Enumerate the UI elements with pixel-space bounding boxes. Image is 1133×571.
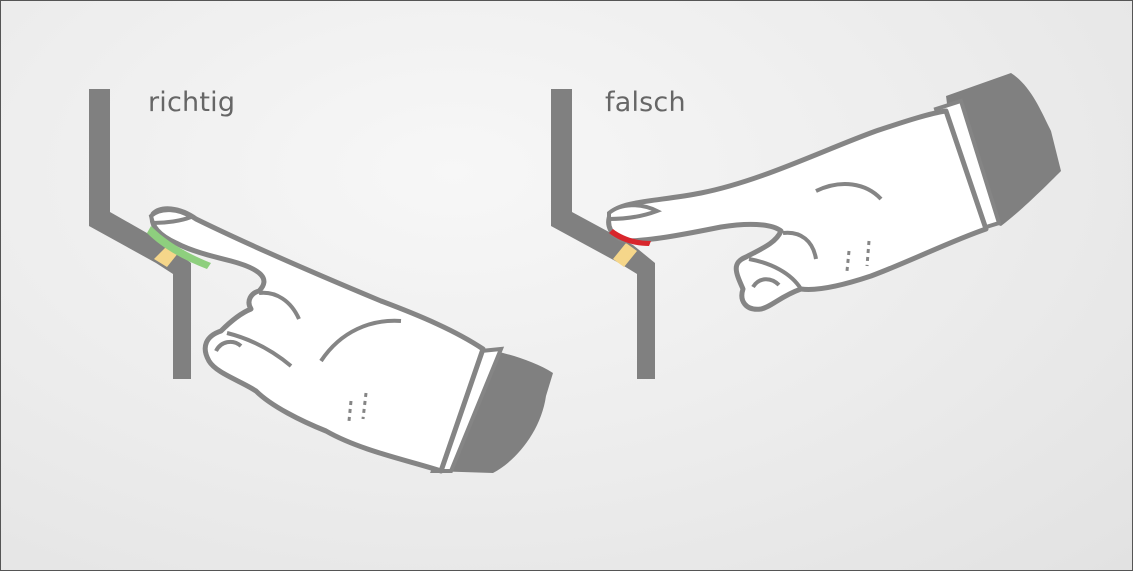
label-correct: richtig [148, 87, 235, 118]
hand [609, 111, 986, 309]
label-wrong: falsch [605, 87, 686, 118]
